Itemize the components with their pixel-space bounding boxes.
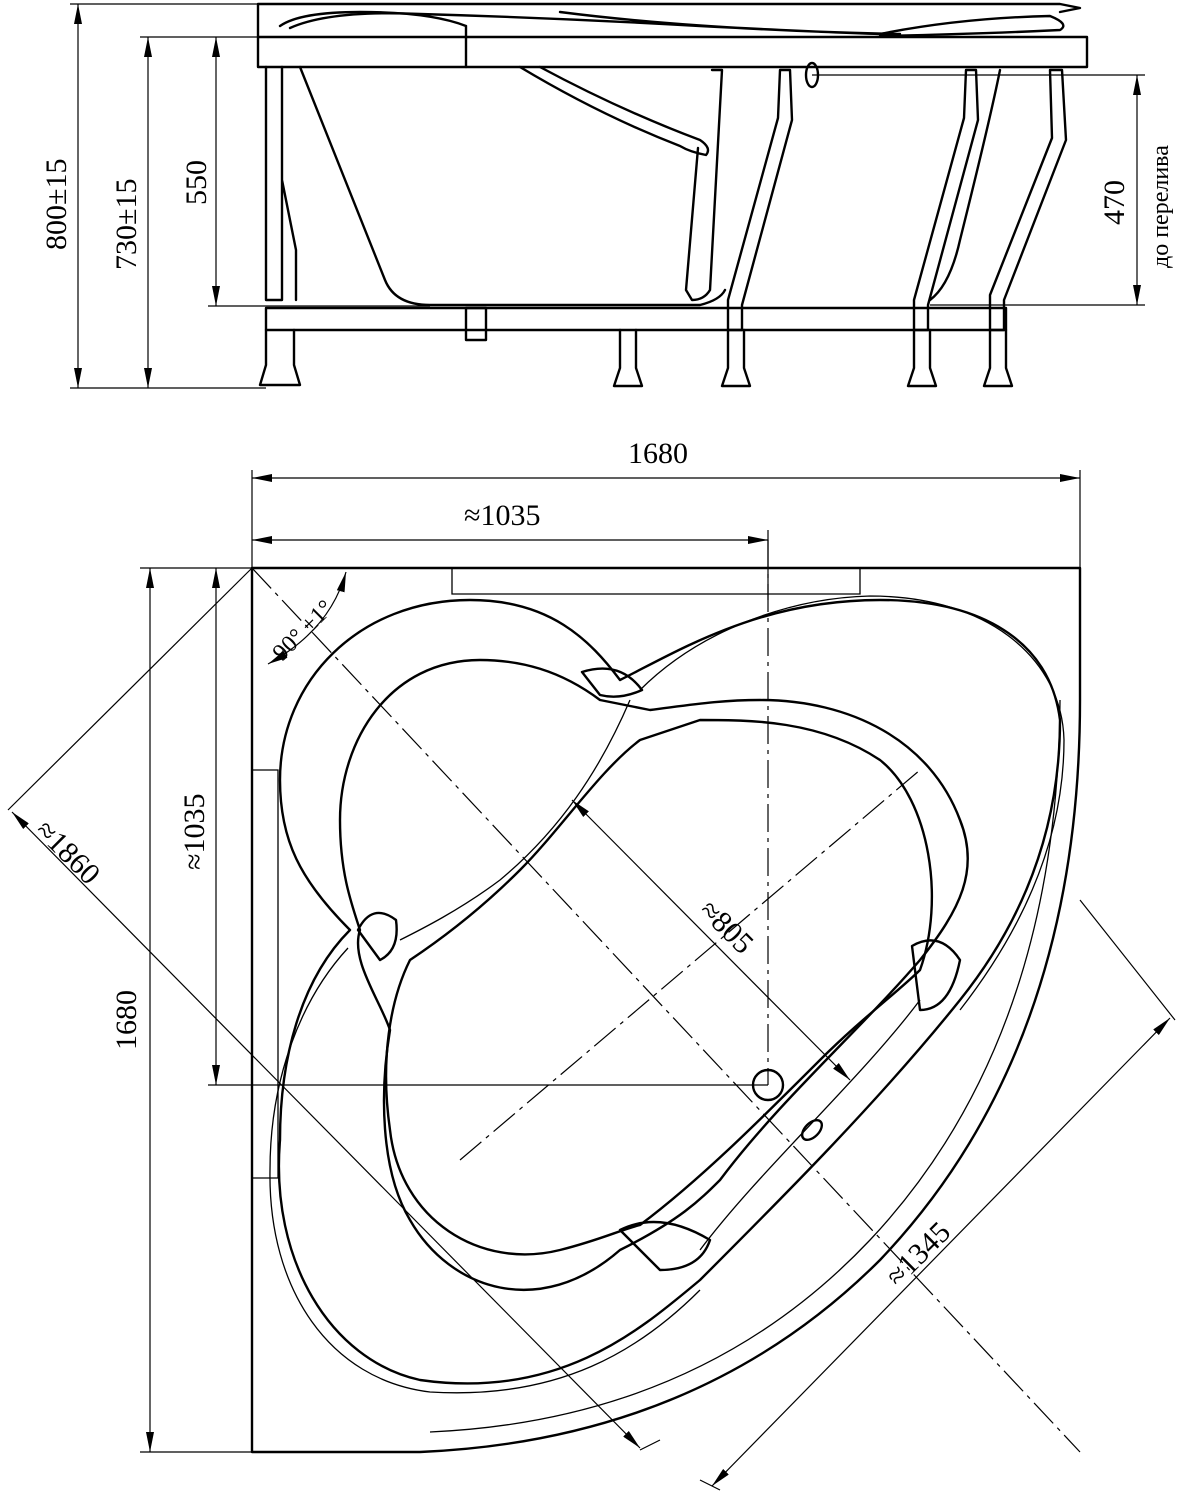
rim-slab bbox=[256, 35, 1089, 69]
dim-side-width: ≈1035 bbox=[464, 499, 540, 532]
strut-2 bbox=[912, 68, 980, 332]
bowl-right-wall bbox=[928, 68, 1002, 302]
dim-width: 1680 bbox=[628, 437, 688, 470]
bowl-outline bbox=[298, 65, 727, 307]
rim-inner-line-top bbox=[451, 568, 861, 595]
plan-view: 1680 ≈1035 1680 ≈1035 ≈1860 ≈805 ≈1345 9… bbox=[7, 437, 1176, 1491]
leg-left bbox=[264, 65, 298, 302]
bowl-inner-contour bbox=[338, 658, 969, 1291]
overflow-hole-plan bbox=[800, 1118, 824, 1142]
dim-length: 1680 bbox=[110, 990, 143, 1050]
strut-1 bbox=[726, 68, 794, 332]
dim-rim-height: 730±15 bbox=[110, 179, 143, 270]
feet bbox=[258, 328, 1014, 388]
side-view: 800±15 730±15 550 470 до перелива bbox=[40, 2, 1174, 389]
drain-fitting bbox=[464, 306, 488, 342]
frame-bar bbox=[264, 306, 1008, 332]
bowl-outer-contour-2 bbox=[269, 595, 1065, 1394]
handle-bar bbox=[684, 68, 724, 302]
dim-diagonal: ≈1860 bbox=[29, 814, 106, 891]
armrest bbox=[518, 65, 710, 157]
strut-3 bbox=[988, 68, 1068, 332]
side-dimension-lines bbox=[70, 3, 1145, 389]
bowl-floor-contour bbox=[384, 718, 934, 1256]
dim-overflow-depth: 470 bbox=[1098, 180, 1131, 225]
dim-inner-diagonal: ≈805 bbox=[693, 894, 760, 961]
rim-front-arc-inner bbox=[429, 699, 1061, 1433]
dim-corner-angle: 90° ±1° bbox=[268, 595, 339, 666]
seat-bumps bbox=[356, 667, 962, 1272]
armrest-strip-lower bbox=[699, 999, 921, 1251]
dim-side-length: ≈1035 bbox=[178, 794, 211, 870]
bowl-outer-contour bbox=[277, 598, 1062, 1385]
dim-bowl-depth: 550 bbox=[180, 160, 213, 205]
dim-overflow-note: до перелива bbox=[1148, 145, 1174, 268]
rim-wave bbox=[288, 10, 1065, 38]
dim-total-height: 800±15 bbox=[40, 159, 73, 250]
plan-dimension-lines bbox=[7, 470, 1176, 1491]
armrest-strip-upper bbox=[399, 699, 631, 941]
dim-front-arc: ≈1345 bbox=[880, 1216, 957, 1293]
rim-top-contour bbox=[256, 2, 1082, 39]
